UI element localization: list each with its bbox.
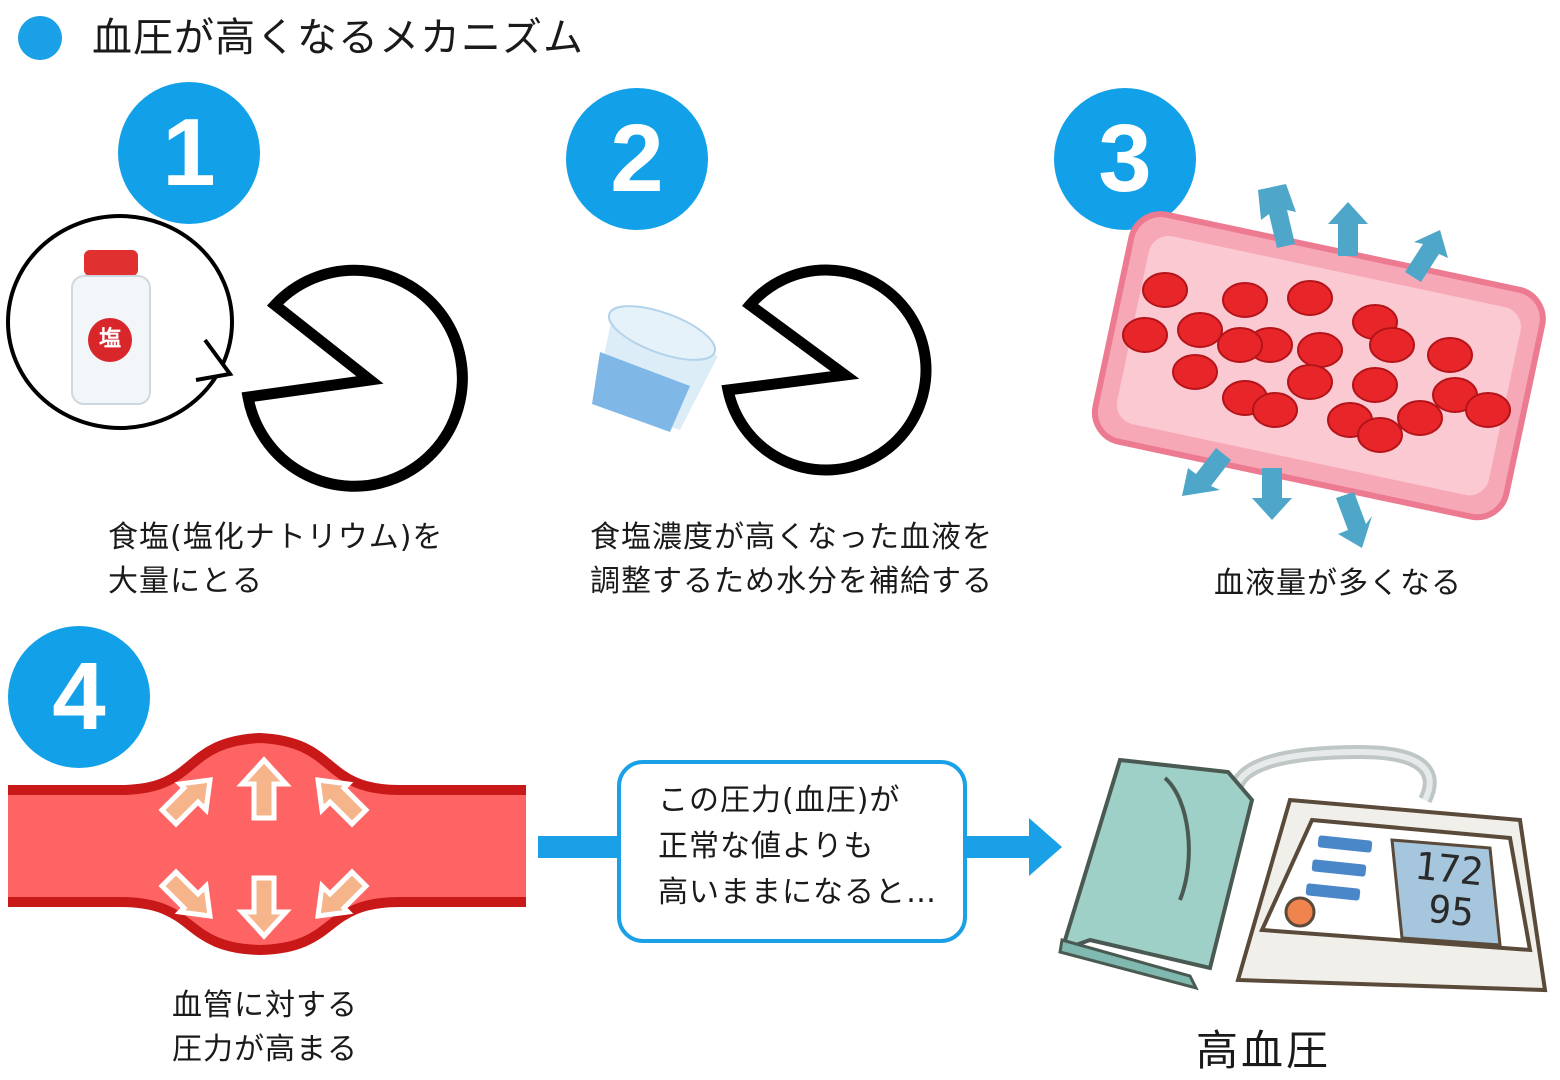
callout-box bbox=[617, 760, 967, 943]
pressure-arrows-icon bbox=[158, 756, 370, 940]
salt-bottle-icon bbox=[71, 250, 151, 405]
step-4-caption: 血管に対する 圧力が高まる bbox=[172, 988, 358, 1067]
step-2-caption: 食塩濃度が高くなった血液を 調整するため水分を補給する bbox=[590, 520, 993, 599]
step-2-badge: 2 bbox=[566, 88, 708, 230]
step-3-badge: 3 bbox=[1054, 88, 1196, 230]
callout-text: この圧力(血圧)が 正常な値よりも 高いままになると… bbox=[658, 783, 937, 910]
step-1-caption: 食塩(塩化ナトリウム)を 大量にとる bbox=[108, 520, 444, 599]
step-4-badge: 4 bbox=[8, 626, 150, 768]
mouth-icon-2 bbox=[721, 264, 932, 476]
salt-label: 塩 bbox=[98, 327, 121, 352]
title-bullet-icon bbox=[18, 16, 62, 60]
page-title: 血圧が高くなるメカニズム bbox=[92, 15, 584, 61]
step-3-caption: 血液量が多くなる bbox=[1214, 566, 1462, 601]
expansion-arrows-icon bbox=[1182, 184, 1448, 548]
water-glass-icon bbox=[592, 305, 718, 432]
result-label: 高血圧 bbox=[1196, 1026, 1332, 1075]
step-1-badge: 1 bbox=[118, 82, 260, 224]
mouth-icon-1 bbox=[241, 264, 468, 492]
blood-cells-icon bbox=[1122, 272, 1511, 453]
